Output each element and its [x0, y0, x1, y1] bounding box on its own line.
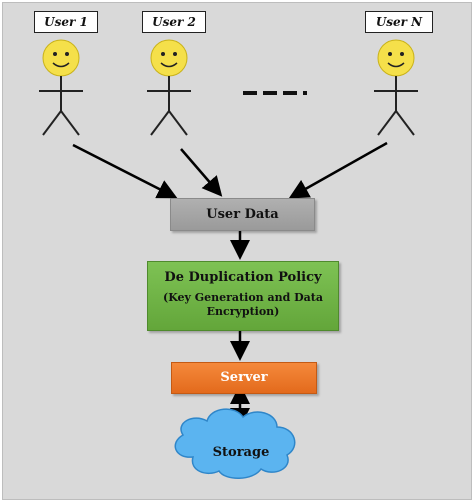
arrow-usern-to-userdata	[288, 141, 388, 199]
user-2-figure-icon	[147, 39, 191, 136]
user-data-box: User Data	[170, 198, 315, 231]
storage-label: Storage	[212, 445, 270, 460]
storage-cloud-icon	[174, 408, 296, 479]
policy-title: De Duplication Policy	[164, 270, 322, 285]
diagram-drawing	[39, 39, 418, 479]
arrow-user2-to-userdata	[180, 148, 223, 197]
user-n-figure-icon	[374, 39, 418, 136]
policy-detail: (Key Generation and Data Encryption)	[163, 291, 323, 318]
server-box: Server	[171, 362, 317, 394]
user-1-figure-icon	[39, 39, 83, 136]
arrow-user1-to-userdata	[72, 143, 178, 199]
user-1-label: User 1	[34, 11, 98, 33]
user-n-label: User N	[365, 11, 433, 33]
user-2-label: User 2	[142, 11, 206, 33]
deduplication-policy-box: De Duplication Policy (Key Generation an…	[147, 261, 339, 331]
